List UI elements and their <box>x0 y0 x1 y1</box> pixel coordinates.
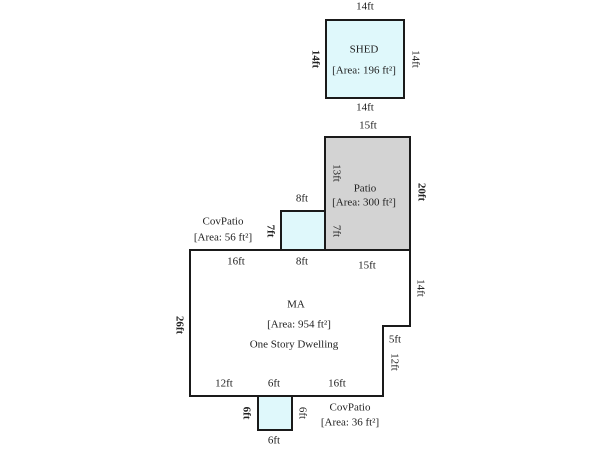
patio-area[interactable] <box>324 136 411 252</box>
covpatio-bottom-area[interactable] <box>257 395 293 431</box>
shed-label: SHED <box>349 43 379 56</box>
shed-bottom-dim: 14ft <box>356 101 374 114</box>
covpatio-top-label: CovPatio <box>202 215 244 228</box>
covpatio-top-area-label: [Area: 56 ft²] <box>193 231 253 244</box>
main-area-label: [Area: 954 ft²] <box>267 318 331 331</box>
main-left-dim: 26ft <box>173 315 186 335</box>
main-right-lower-dim: 12ft <box>388 353 401 371</box>
covpatio-top-bottom-dim: 8ft <box>295 255 309 268</box>
main-bottom-left-dim: 12ft <box>215 377 233 390</box>
covpatio-top-top-dim: 8ft <box>295 192 309 205</box>
covpatio-bottom-area-label: [Area: 36 ft²] <box>320 416 380 429</box>
patio-top-dim: 15ft <box>359 119 377 132</box>
main-top-right-dim: 15ft <box>358 259 376 272</box>
patio-label: Patio <box>353 182 377 195</box>
main-right-upper-dim: 14ft <box>414 279 427 297</box>
main-bottom-right-dim: 16ft <box>328 377 346 390</box>
patio-area-label: [Area: 300 ft²] <box>332 196 396 209</box>
main-description: One Story Dwelling <box>249 338 339 351</box>
covpatio-bottom-label: CovPatio <box>329 401 371 414</box>
main-bottom-mid-dim: 6ft <box>267 377 281 390</box>
covpatio-bottom-right-dim: 6ft <box>296 406 309 420</box>
shed-top-dim: 14ft <box>356 0 374 13</box>
main-label: MA <box>287 298 305 311</box>
main-notch-dim: 5ft <box>388 333 402 346</box>
covpatio-bottom-left-dim: 6ft <box>240 406 253 420</box>
covpatio-bottom-bottom-dim: 6ft <box>267 434 281 447</box>
shed-area-label: [Area: 196 ft²] <box>332 64 396 77</box>
main-top-left-dim: 16ft <box>227 255 245 268</box>
shed-area[interactable] <box>325 19 405 99</box>
